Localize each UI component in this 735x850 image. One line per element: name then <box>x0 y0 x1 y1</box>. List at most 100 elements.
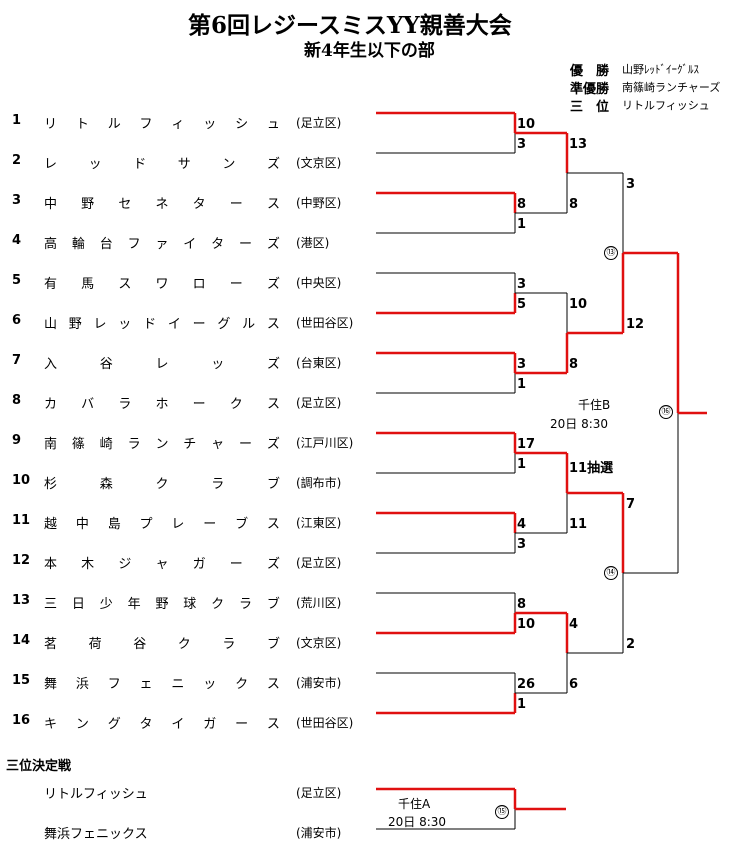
team-12-area: (足立区) <box>296 556 342 570</box>
team-1-name: リトルフィッシュ <box>44 117 280 132</box>
team-5-seed: 5 <box>12 273 22 288</box>
r1-score-2: 3 <box>517 137 527 152</box>
team-9-seed: 9 <box>12 433 22 448</box>
team-1-area: (足立区) <box>296 116 342 130</box>
team-4-seed: 4 <box>12 233 22 248</box>
team-11-area: (江東区) <box>296 516 342 530</box>
result-runnerup-value: 南篠崎ランチャーズ <box>622 81 721 94</box>
r1-score-5: 3 <box>517 277 527 292</box>
third-team-1-text: リトルフィッシュ <box>44 787 148 802</box>
team-12-seed: 12 <box>12 553 31 568</box>
result-third-label: 三 位 <box>570 100 610 115</box>
r1-score-11: 4 <box>517 517 527 532</box>
third-venue-place: 千住A <box>398 797 431 811</box>
final-venue-place: 千住B <box>578 398 611 412</box>
game-15-marker: ⑮ <box>495 805 509 819</box>
result-runnerup-label: 準優勝 <box>570 82 610 97</box>
team-8-seed: 8 <box>12 393 22 408</box>
team-6-area: (世田谷区) <box>296 316 354 330</box>
r1-score-8: 1 <box>517 377 527 392</box>
team-6-name: 山野レッドイーグルス <box>44 317 280 332</box>
team-15-area: (浦安市) <box>296 676 342 690</box>
r2-score-7: 4 <box>569 617 579 632</box>
r3-score-2: 12 <box>626 317 645 332</box>
r2-score-5: 11抽選 <box>569 461 614 476</box>
r1-score-6: 5 <box>517 297 527 312</box>
team-4-name: 高輪台ファイターズ <box>44 237 280 252</box>
r1-score-16: 1 <box>517 697 527 712</box>
r1-score-9: 17 <box>517 437 536 452</box>
team-14-seed: 14 <box>12 633 31 648</box>
team-16-name: キングタイガース <box>44 717 280 732</box>
page-title: 第6回レジースミスYY親善大会 <box>188 12 512 39</box>
team-10-name: 杉森クラブ <box>44 477 280 492</box>
third-team-2-area: (浦安市) <box>296 826 342 840</box>
team-9-area: (江戸川区) <box>296 436 354 450</box>
team-7-name: 入谷レッズ <box>44 357 280 372</box>
team-11-seed: 11 <box>12 513 31 528</box>
team-8-area: (足立区) <box>296 396 342 410</box>
r1-score-7: 3 <box>517 357 527 372</box>
team-16-seed: 16 <box>12 713 31 728</box>
team-2-seed: 2 <box>12 153 22 168</box>
r2-score-6: 11 <box>569 517 588 532</box>
third-place-heading: 三位決定戦 <box>6 759 72 774</box>
team-4-area: (港区) <box>296 236 330 250</box>
result-champion-value: 山野ﾚｯﾄﾞｲｰｸﾞﾙｽ <box>622 63 699 76</box>
r1-score-1: 10 <box>517 117 536 132</box>
team-10-seed: 10 <box>12 473 31 488</box>
team-9-name: 南篠崎ランチャーズ <box>44 437 280 452</box>
team-12-name: 本木ジャガーズ <box>44 557 280 572</box>
r2-score-3: 10 <box>569 297 588 312</box>
team-13-seed: 13 <box>12 593 31 608</box>
team-3-area: (中野区) <box>296 196 342 210</box>
team-2-area: (文京区) <box>296 156 342 170</box>
r1-score-10: 1 <box>517 457 527 472</box>
team-2-name: レッドサンズ <box>44 157 280 172</box>
team-11-name: 越中島プレーブス <box>44 517 280 532</box>
third-venue-time: 20日 8:30 <box>388 815 447 829</box>
team-13-name: 三日少年野球クラブ <box>44 597 280 612</box>
team-7-area: (台東区) <box>296 356 342 370</box>
team-14-area: (文京区) <box>296 636 342 650</box>
r1-score-3: 8 <box>517 197 527 212</box>
third-team-1-area: (足立区) <box>296 786 342 800</box>
team-6-seed: 6 <box>12 313 22 328</box>
game-14-marker: ⑭ <box>604 566 618 580</box>
final-venue-time: 20日 8:30 <box>550 417 609 431</box>
r3-score-4: 2 <box>626 637 636 652</box>
result-champion-label: 優 勝 <box>570 64 610 79</box>
r2-score-8: 6 <box>569 677 579 692</box>
r2-score-4: 8 <box>569 357 579 372</box>
r1-score-14: 10 <box>517 617 536 632</box>
team-15-seed: 15 <box>12 673 31 688</box>
team-7-seed: 7 <box>12 353 22 368</box>
r1-score-4: 1 <box>517 217 527 232</box>
team-15-name: 舞浜フェニックス <box>44 677 280 692</box>
r2-score-2: 8 <box>569 197 579 212</box>
result-third-value: リトルフィッシュ <box>622 99 710 112</box>
team-1-seed: 1 <box>12 113 22 128</box>
team-14-name: 茗荷谷クラブ <box>44 637 280 652</box>
r3-score-1: 3 <box>626 177 636 192</box>
third-team-1-name: リトルフィッシュ <box>44 783 284 802</box>
third-team-2-text: 舞浜フェニックス <box>44 827 148 842</box>
page-subtitle: 新4年生以下の部 <box>304 41 435 61</box>
team-5-area: (中央区) <box>296 276 342 290</box>
team-8-name: カバラホークス <box>44 397 280 412</box>
game-16-marker: ⑯ <box>659 405 673 419</box>
team-3-name: 中野セネタース <box>44 197 280 212</box>
team-10-area: (調布市) <box>296 476 342 490</box>
team-13-area: (荒川区) <box>296 596 342 610</box>
r1-score-15: 26 <box>517 677 536 692</box>
r2-score-1: 13 <box>569 137 588 152</box>
team-3-seed: 3 <box>12 193 22 208</box>
r1-score-12: 3 <box>517 537 527 552</box>
team-16-area: (世田谷区) <box>296 716 354 730</box>
third-team-2-name: 舞浜フェニックス <box>44 823 284 842</box>
team-5-name: 有馬スワローズ <box>44 277 280 292</box>
r1-score-13: 8 <box>517 597 527 612</box>
game-13-marker: ⑬ <box>604 246 618 260</box>
